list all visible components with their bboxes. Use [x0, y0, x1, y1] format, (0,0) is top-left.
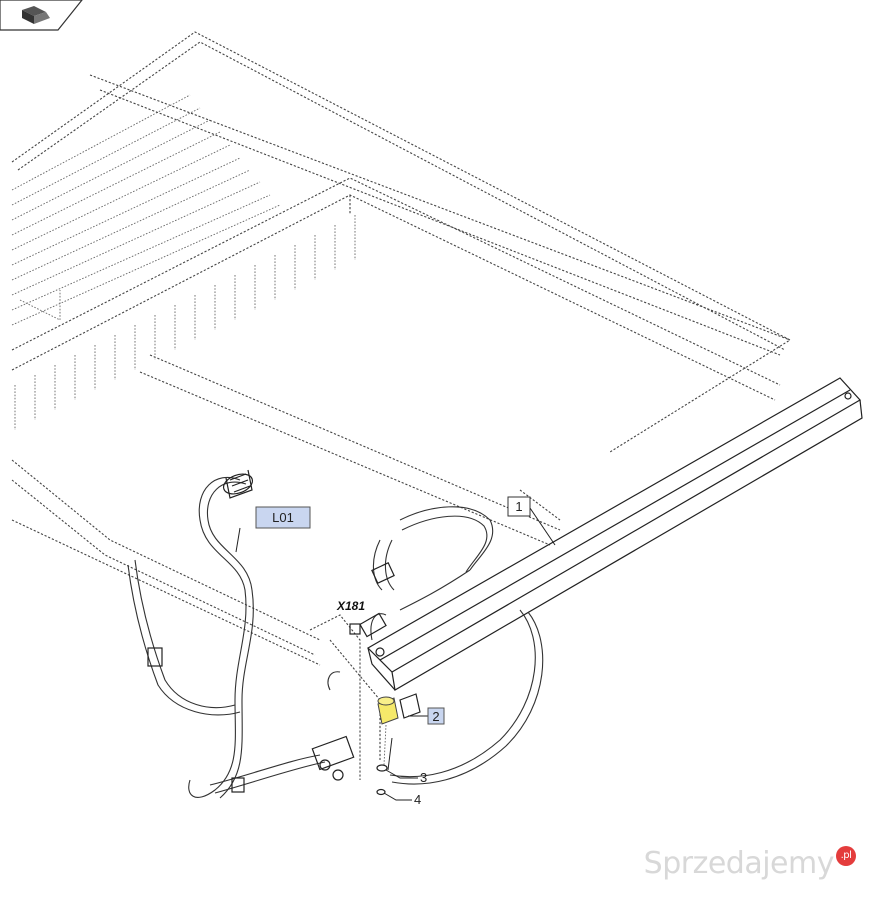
watermark-text: Sprzedajemy — [643, 846, 835, 881]
header-frame — [11, 31, 792, 780]
callout-3-label[interactable]: 3 — [420, 770, 427, 785]
leader-lines — [235, 507, 556, 801]
watermark: Sprzedajemy.pl — [644, 846, 856, 881]
nut-part-4[interactable] — [376, 788, 386, 796]
watermark-badge: .pl — [836, 846, 856, 866]
round-connector — [222, 469, 254, 499]
wiring-harness — [127, 476, 544, 799]
nav-tab[interactable] — [0, 0, 83, 31]
callout-2[interactable]: 2 — [427, 707, 445, 725]
sensor-part-2[interactable] — [377, 693, 421, 771]
plug-connector — [349, 562, 395, 638]
connector-fittings — [147, 469, 395, 793]
callout-l01[interactable]: L01 — [255, 506, 311, 529]
flat-cable-icon — [22, 6, 50, 24]
grating — [11, 94, 281, 326]
connector-x181-label[interactable]: X181 — [336, 599, 365, 613]
callout-2-label: 2 — [432, 709, 439, 724]
callout-1[interactable]: 1 — [507, 496, 531, 517]
callout-l01-label: L01 — [272, 510, 294, 525]
washer-part-3[interactable] — [376, 764, 388, 772]
callout-4-label[interactable]: 4 — [414, 792, 421, 807]
callout-1-label: 1 — [515, 499, 522, 514]
tine-row — [14, 215, 356, 430]
valve-block — [147, 647, 355, 793]
beam-part-1[interactable] — [367, 377, 863, 691]
